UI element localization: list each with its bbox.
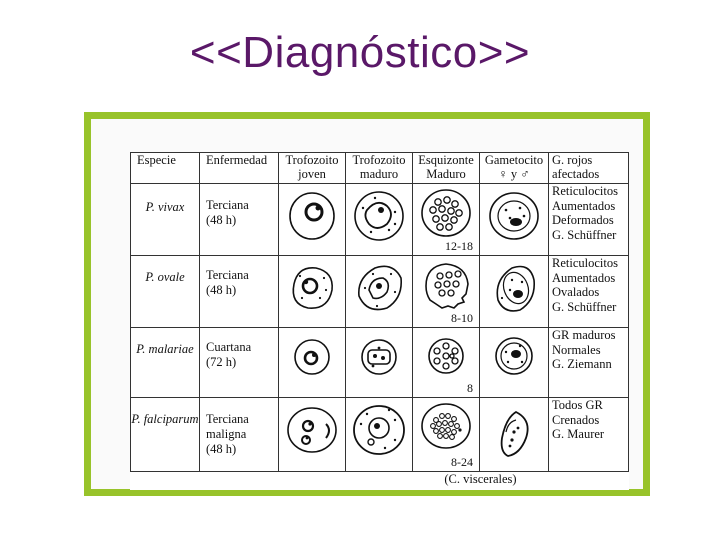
disease-line: (72 h) <box>206 355 237 369</box>
mature-trophozoite-drawing <box>354 191 404 241</box>
table-header-row: Especie Enfermedad Trofozoito joven Trof… <box>130 152 629 184</box>
gametocyte-drawing <box>496 265 536 312</box>
affected-line: Normales <box>552 342 601 357</box>
disease-line: Terciana <box>206 412 249 426</box>
disease-line: Terciana <box>206 268 249 282</box>
affected-line: Deformados <box>552 213 614 227</box>
affected-line: Todos GR <box>552 398 603 412</box>
slide-title: <<Diagnóstico>> <box>189 28 531 77</box>
young-trophozoite-drawing <box>287 407 337 453</box>
header-esquizonte: Esquizonte Maduro <box>412 152 480 184</box>
merozoite-count: 8-10 <box>451 311 473 325</box>
merozoite-count: 8-24 <box>451 455 473 469</box>
affected-cells: Todos GR Crenados G. Maurer <box>548 397 629 472</box>
header-enfermedad: Enfermedad <box>199 152 279 184</box>
disease-cell: Cuartana (72 h) <box>199 327 279 398</box>
schizont-cell: 8 <box>412 327 480 398</box>
gametocyte-cell <box>479 397 549 472</box>
species-cell: P. falciparum <box>130 397 200 472</box>
header-trofozoito-maduro: Trofozoito maduro <box>345 152 413 184</box>
species-cell: P. vivax <box>130 183 200 256</box>
affected-cells: Reticulocitos Aumentados Deformados G. S… <box>548 183 629 256</box>
table-row: P. ovale Terciana (48 h) <box>130 255 629 328</box>
table-footnote-row: (C. viscerales) <box>131 472 629 491</box>
mature-trophozoite-cell <box>345 183 413 256</box>
disease-line: maligna <box>206 427 247 441</box>
species-cell: P. malariae <box>130 327 200 398</box>
gametocyte-cell <box>479 327 549 398</box>
mature-trophozoite-cell <box>345 255 413 328</box>
affected-line: Reticulocitos <box>552 184 618 198</box>
species-cell: P. ovale <box>130 255 200 328</box>
affected-line: GR maduros <box>552 328 616 342</box>
schizont-drawing <box>428 338 464 374</box>
affected-line: G. Schüffner <box>552 299 617 314</box>
schizont-drawing <box>421 189 471 237</box>
disease-line: (48 h) <box>206 283 237 297</box>
gametocyte-drawing <box>489 192 539 240</box>
table-row: P. malariae Cuartana (72 h) <box>130 327 629 398</box>
mature-trophozoite-drawing <box>358 265 403 311</box>
affected-cells: Reticulocitos Aumentados Ovalados G. Sch… <box>548 255 629 328</box>
header-trofozoito-joven: Trofozoito joven <box>278 152 346 184</box>
disease-line: (48 h) <box>206 213 237 227</box>
schizont-drawing <box>421 403 471 449</box>
affected-line: Crenados <box>552 412 600 427</box>
affected-line: Reticulocitos <box>552 256 618 270</box>
young-trophozoite-drawing <box>289 192 335 240</box>
mature-trophozoite-cell <box>345 397 413 472</box>
mature-trophozoite-drawing <box>361 339 397 375</box>
disease-line: Cuartana <box>206 340 252 354</box>
table-footnote: (C. viscerales) <box>444 472 517 486</box>
affected-line: G. Ziemann <box>552 357 612 371</box>
young-trophozoite-cell <box>278 183 346 256</box>
affected-line: Ovalados <box>552 285 600 299</box>
diagnosis-table: Especie Enfermedad Trofozoito joven Trof… <box>130 152 629 490</box>
header-g-rojos: G. rojos afectados <box>548 152 629 184</box>
header-gametocito: Gametocito ♀ y ♂ <box>479 152 549 184</box>
mature-trophozoite-cell <box>345 327 413 398</box>
affected-line: G. Schüffner <box>552 227 617 242</box>
disease-cell: Terciana (48 h) <box>199 255 279 328</box>
schizont-drawing <box>425 263 469 309</box>
schizont-cell: 12-18 <box>412 183 480 256</box>
young-trophozoite-cell <box>278 327 346 398</box>
affected-line: G. Maurer <box>552 427 605 441</box>
disease-cell: Terciana maligna (48 h) <box>199 397 279 472</box>
disease-line: Terciana <box>206 198 249 212</box>
gametocyte-cell <box>479 183 549 256</box>
young-trophozoite-drawing <box>294 339 330 375</box>
disease-line: (48 h) <box>206 442 237 456</box>
schizont-cell: 8-10 <box>412 255 480 328</box>
merozoite-count: 12-18 <box>445 239 473 253</box>
affected-line: Aumentados <box>552 198 616 213</box>
gametocyte-cell <box>479 255 549 328</box>
table-row: P. falciparum Terciana maligna (48 h) <box>130 397 629 472</box>
affected-cells: GR maduros Normales G. Ziemann <box>548 327 629 398</box>
affected-line: Aumentados <box>552 270 616 285</box>
young-trophozoite-cell <box>278 397 346 472</box>
merozoite-count: 8 <box>467 381 473 395</box>
header-especie: Especie <box>130 152 200 184</box>
mature-trophozoite-drawing <box>353 405 405 455</box>
young-trophozoite-drawing <box>292 267 333 309</box>
table-row: P. vivax Terciana (48 h) <box>130 183 629 256</box>
gametocyte-drawing <box>495 337 533 375</box>
disease-cell: Terciana (48 h) <box>199 183 279 256</box>
gametocyte-drawing <box>500 410 529 457</box>
young-trophozoite-cell <box>278 255 346 328</box>
schizont-cell: 8-24 <box>412 397 480 472</box>
